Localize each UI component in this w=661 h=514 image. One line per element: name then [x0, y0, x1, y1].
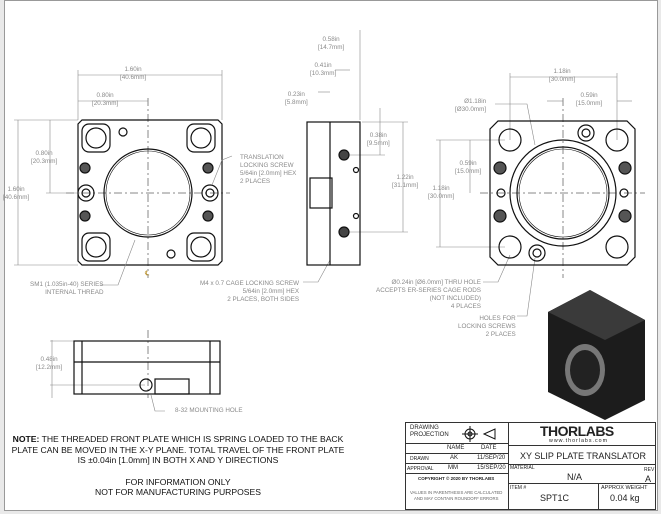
copyright: COPYRIGHT © 2020 BY THORLABS	[418, 476, 495, 481]
note-label: NOTE:	[12, 434, 40, 444]
rev-value: A	[645, 474, 652, 484]
dimension-lines	[14, 30, 632, 412]
approval-name: MM	[448, 465, 458, 471]
drawn-date: 11/SEP/20	[477, 455, 506, 461]
thorlabs-logo: THORLABS	[540, 423, 614, 439]
travel-note: NOTE: THE THREADED FRONT PLATE WHICH IS …	[8, 434, 348, 498]
item-number: SPT1C	[540, 493, 570, 503]
dim-side-2: 0.41in [10.3mm]	[310, 62, 337, 77]
dim-back-height: 1.18in [30.0mm]	[428, 185, 455, 200]
material-value: N/A	[567, 472, 583, 482]
dim-side-5: 1.22in [31.1mm]	[392, 174, 419, 189]
dim-front-width: 1.60in [40.6mm]	[120, 66, 147, 81]
side-view	[306, 121, 361, 266]
website: www.thorlabs.com	[549, 438, 608, 444]
back-view	[489, 120, 636, 266]
projection-symbol-icon	[462, 426, 496, 442]
projection-label: DRAWING PROJECTION	[410, 425, 449, 438]
approval-date: 15/SEP/20	[477, 465, 506, 471]
dim-front-height: 1.60in [40.6mm]	[3, 186, 30, 201]
weight-value: 0.04 kg	[610, 493, 640, 503]
drawn-label: DRAWN	[410, 456, 429, 462]
bottom-view	[73, 340, 221, 395]
dim-back-half-width: 0.59in [15.0mm]	[576, 92, 603, 107]
product-3d-render	[548, 290, 645, 420]
thread-note: SM1 (1.035in-40) SERIES INTERNAL THREAD	[30, 281, 104, 296]
mounting-hole-note: 8-32 MOUNTING HOLE	[175, 407, 243, 414]
drawing-sheet	[4, 0, 658, 511]
approval-label: APPROVAL	[407, 466, 434, 472]
note-text: THE THREADED FRONT PLATE WHICH IS SPRING…	[11, 434, 345, 465]
cage-screw-note: M4 x 0.7 CAGE LOCKING SCREW 5/64in [2.0m…	[200, 280, 300, 303]
drawing-title: XY SLIP PLATE TRANSLATOR	[520, 451, 647, 461]
locking-holes-note: HOLES FOR LOCKING SCREWS 2 PLACES	[458, 315, 516, 338]
translation-screw-note: TRANSLATION LOCKING SCREW 5/64in [2.0mm]…	[240, 154, 297, 185]
weight-label: APPROX WEIGHT	[601, 485, 648, 491]
dim-side-3: 0.23in [5.8mm]	[285, 91, 308, 106]
date-header: DATE	[481, 445, 497, 451]
dim-back-half-height: 0.59in [15.0mm]	[455, 160, 482, 175]
centerline-mark: ℄	[145, 270, 150, 277]
drawn-name: AK	[450, 455, 459, 461]
dim-back-diameter: Ø1.18in [Ø30.0mm]	[455, 98, 487, 113]
dim-back-width: 1.18in [30.0mm]	[549, 68, 576, 83]
dim-side-4: 0.38in [9.5mm]	[367, 132, 390, 147]
dim-front-half-height: 0.80in [20.3mm]	[31, 150, 58, 165]
dim-side-1: 0.58in [14.7mm]	[318, 36, 345, 51]
disclaimer-2: NOT FOR MANUFACTURING PURPOSES	[95, 487, 261, 497]
name-header: NAME	[447, 445, 465, 451]
item-label: ITEM #	[510, 485, 527, 491]
dim-front-half-width: 0.80in [20.3mm]	[92, 92, 119, 107]
rev-label: REV	[644, 467, 655, 473]
disclaimer-1: FOR INFORMATION ONLY	[125, 476, 231, 487]
material-label: MATERIAL	[510, 465, 535, 471]
front-view	[77, 119, 223, 266]
thru-hole-note: Ø0.24in [Ø6.0mm] THRU HOLE ACCEPTS ER-SE…	[376, 279, 481, 310]
values-note: VALUES IN PARENTHESIS ARE CALCULATED AND…	[410, 490, 503, 501]
dim-bottom-height: 0.48in [12.2mm]	[36, 356, 63, 371]
